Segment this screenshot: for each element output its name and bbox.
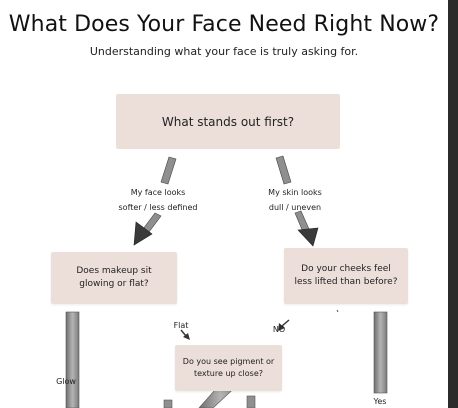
node-what-stands-out: What stands out first?: [116, 94, 340, 149]
arrow-glow-shaft: [65, 311, 80, 408]
arrow-flat-head: [183, 333, 190, 340]
flowchart-page: What Does Your Face Need Right Now? Unde…: [0, 0, 448, 408]
edge-label-flat: Flat: [173, 321, 189, 330]
arrow-flat-line: [180, 329, 187, 337]
cheeks-tick: [336, 309, 339, 313]
arrow-no-head: [278, 323, 285, 331]
edge-label-dull-line2: dull / uneven: [268, 203, 322, 212]
connector-arrows: [65, 155, 388, 408]
arrow-dull-head: [297, 227, 319, 247]
page-subtitle: Understanding what your face is truly as…: [89, 45, 359, 58]
edge-label-dull-line1: My skin looks: [268, 188, 322, 197]
node-makeup-glowing-or-flat: Does makeup sit glowing or flat?: [51, 252, 177, 304]
edge-label-softer-line1: My face looks: [130, 188, 186, 197]
arrow-no-line: [281, 319, 290, 327]
page-title: What Does Your Face Need Right Now?: [8, 12, 440, 37]
arrow-dull-upper-shaft: [275, 155, 292, 185]
edge-label-glow: Glow: [56, 377, 76, 386]
node-cheeks-less-lifted: Do your cheeks feel less lifted than bef…: [284, 248, 408, 304]
pigment-down-right-shaft: [246, 395, 256, 408]
arrow-softer-upper-shaft: [160, 156, 177, 185]
edge-label-yes: Yes: [373, 397, 387, 406]
edge-label-softer: My face looks softer / less defined: [110, 185, 206, 215]
node-pigment-or-texture: Do you see pigment or texture up close?: [175, 345, 282, 391]
edge-label-softer-line2: softer / less defined: [118, 203, 198, 212]
pigment-down-left-shaft: [163, 399, 173, 408]
edge-label-dull: My skin looks dull / uneven: [256, 185, 334, 215]
arrow-softer-head: [133, 221, 153, 246]
arrow-yes-shaft: [373, 311, 388, 394]
edge-label-no: NO: [272, 325, 286, 334]
